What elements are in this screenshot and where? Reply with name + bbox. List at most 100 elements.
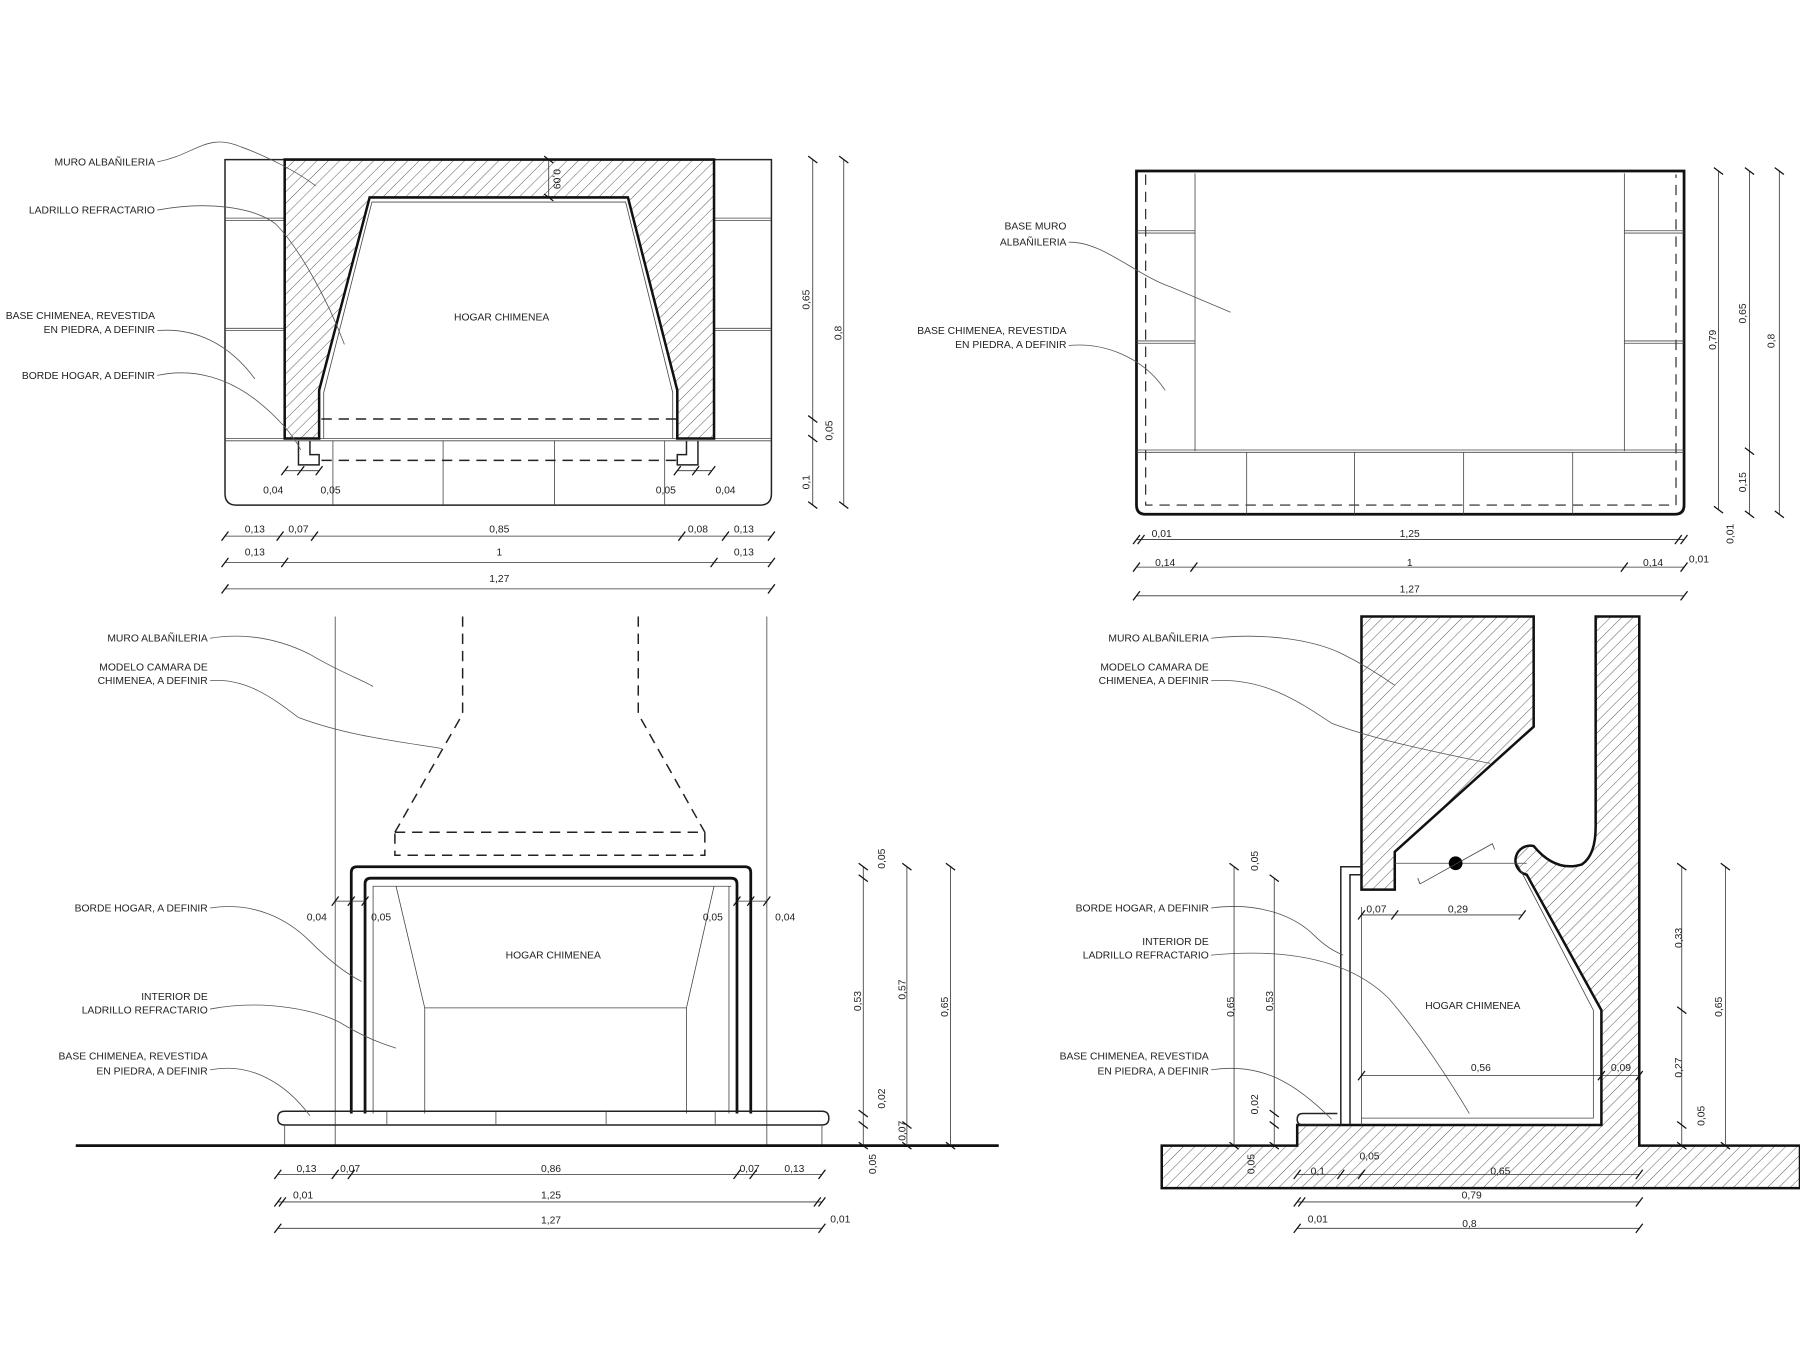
dimension-tick <box>1720 1141 1731 1150</box>
dimension-label: 0,09 <box>1611 1063 1631 1074</box>
dimension-tick <box>858 874 869 883</box>
dimension-tick <box>1620 562 1629 573</box>
dimension-tick <box>858 862 869 871</box>
dimension-tick <box>677 531 686 542</box>
callout-label: BASE MURO <box>1004 222 1066 233</box>
dimension-label: 0,05 <box>703 913 723 924</box>
dimension-tick <box>838 501 849 510</box>
dimension-tick <box>315 465 324 476</box>
dimension-lines <box>221 155 1785 1234</box>
dimension-tick <box>273 1169 282 1180</box>
dimension-tick <box>543 193 554 202</box>
dimension-tick <box>1269 1109 1280 1118</box>
dimension-tick <box>945 862 956 871</box>
dimension-tick <box>278 1196 287 1207</box>
dimension-label: 0,05 <box>321 486 341 497</box>
callout-label: LADRILLO REFRACTARIO <box>82 1006 208 1017</box>
callout-label: MODELO CAMARA DE <box>1100 662 1209 673</box>
dimension-label: 0,07 <box>288 525 308 536</box>
dimension-tick <box>710 557 718 568</box>
dimension-tick <box>1293 1196 1302 1207</box>
dimension-tick <box>1336 1169 1345 1180</box>
dimension-label: 0,01 <box>1152 529 1172 540</box>
dimension-tick <box>767 557 776 568</box>
dimension-label: 0,05 <box>868 1154 879 1174</box>
dimension-tick <box>945 1141 956 1150</box>
room-label: HOGAR CHIMENEA <box>454 312 549 323</box>
plan-base-view: BASE MURO ALBAÑILERIA BASE CHIMENEA, REV… <box>917 169 1686 516</box>
dimension-tick <box>817 1169 826 1180</box>
dimension-tick <box>1293 1169 1302 1180</box>
callout-label: MURO ALBAÑILERIA <box>55 155 156 168</box>
dimension-label: 0,53 <box>853 991 864 1011</box>
dimension-tick <box>1674 534 1683 545</box>
dimension-tick <box>1676 862 1687 871</box>
dimension-labels: 0,09 0,04 0,05 0,05 0,04 0,13 0,07 0,85 … <box>245 169 1778 1230</box>
dimension-label: 0,53 <box>1265 991 1276 1011</box>
dimension-tick <box>721 531 730 542</box>
dimension-tick <box>807 501 818 510</box>
dimension-tick <box>296 465 305 476</box>
dimension-label: 0,27 <box>1674 1057 1685 1077</box>
refractory-brick-line <box>323 201 674 439</box>
dimension-tick <box>707 465 716 476</box>
stone-base-outline <box>224 158 773 506</box>
stone-hearth-edge <box>1296 1112 1338 1126</box>
section-cut-marker <box>1417 843 1496 885</box>
dimension-label: 0,1 <box>801 475 812 490</box>
dimension-tick <box>1597 1070 1606 1081</box>
base-dashed-edge <box>1145 174 1677 506</box>
dimension-label: 0,07 <box>898 1120 909 1140</box>
hearth-joints <box>386 1111 716 1125</box>
dimension-tick <box>1297 1196 1306 1207</box>
dimension-label: 0,05 <box>656 486 676 497</box>
dimension-label: 0,04 <box>263 486 283 497</box>
callout-label: CHIMENEA, A DEFINIR <box>1099 676 1209 687</box>
dimension-tick <box>280 465 289 476</box>
callout-label: MURO ALBAÑILERIA <box>1108 632 1209 645</box>
callout-label: BORDE HOGAR, A DEFINIR <box>75 903 208 914</box>
dimension-tick <box>1132 562 1141 573</box>
dimension-label: 0,05 <box>1697 1106 1708 1126</box>
dimension-label: 0,79 <box>1462 1190 1482 1201</box>
dimension-label: 0,13 <box>784 1164 804 1175</box>
room-label: HOGAR CHIMENEA <box>1425 1001 1520 1012</box>
dimension-label: 1,25 <box>1400 529 1420 540</box>
dimension-label: 0,65 <box>1490 1166 1510 1177</box>
dimension-label: 0,56 <box>1471 1063 1491 1074</box>
dimension-tick <box>347 1169 356 1180</box>
dimension-tick <box>1293 1223 1302 1234</box>
front-elevation-view: HOGAR CHIMENEA MURO ALBAÑILERIA MODELO C… <box>59 616 999 1148</box>
damper-pivot-icon <box>1448 856 1463 871</box>
dimension-label: 0,07 <box>740 1164 760 1175</box>
dimension-label: 0,09 <box>550 169 561 189</box>
dimension-label: 0,29 <box>1448 905 1468 916</box>
dimension-label: 0,02 <box>877 1088 888 1108</box>
dimension-label: 1,27 <box>1400 584 1420 595</box>
dimension-label: 0,07 <box>1366 905 1386 916</box>
base-joints <box>1136 173 1685 515</box>
dimension-tick <box>1744 447 1755 456</box>
dimension-tick <box>1713 167 1724 175</box>
callout-label: BORDE HOGAR, A DEFINIR <box>22 371 155 382</box>
callout-label: BASE CHIMENEA, REVESTIDA <box>6 311 155 322</box>
dimension-label: 0,65 <box>801 289 812 309</box>
dimension-label: 0,13 <box>734 548 754 559</box>
hearth-frame-inner <box>363 876 739 1114</box>
dimension-label: 0,65 <box>940 996 951 1016</box>
chimney-hood-dashed <box>394 616 706 856</box>
dimension-label: 0,05 <box>877 848 888 868</box>
dimension-tick <box>1744 167 1755 175</box>
leader-lines <box>157 141 345 451</box>
dimension-tick <box>310 531 319 542</box>
dimension-tick <box>1357 1070 1366 1081</box>
dimension-label: 0,86 <box>541 1164 561 1175</box>
leader-lines <box>210 635 443 1117</box>
plan-front-view: HOGAR CHIMENEA MURO ALBAÑILERIA LADRILLO… <box>6 141 773 506</box>
dimension-label: 0,65 <box>1226 996 1237 1016</box>
callout-label: BASE CHIMENEA, REVESTIDA <box>59 1052 208 1063</box>
dimension-tick <box>1774 510 1785 519</box>
ground-and-back-wall-hatched <box>1160 615 1800 1190</box>
dimension-label: 1,25 <box>541 1190 561 1201</box>
dimension-tick <box>1676 1121 1687 1129</box>
